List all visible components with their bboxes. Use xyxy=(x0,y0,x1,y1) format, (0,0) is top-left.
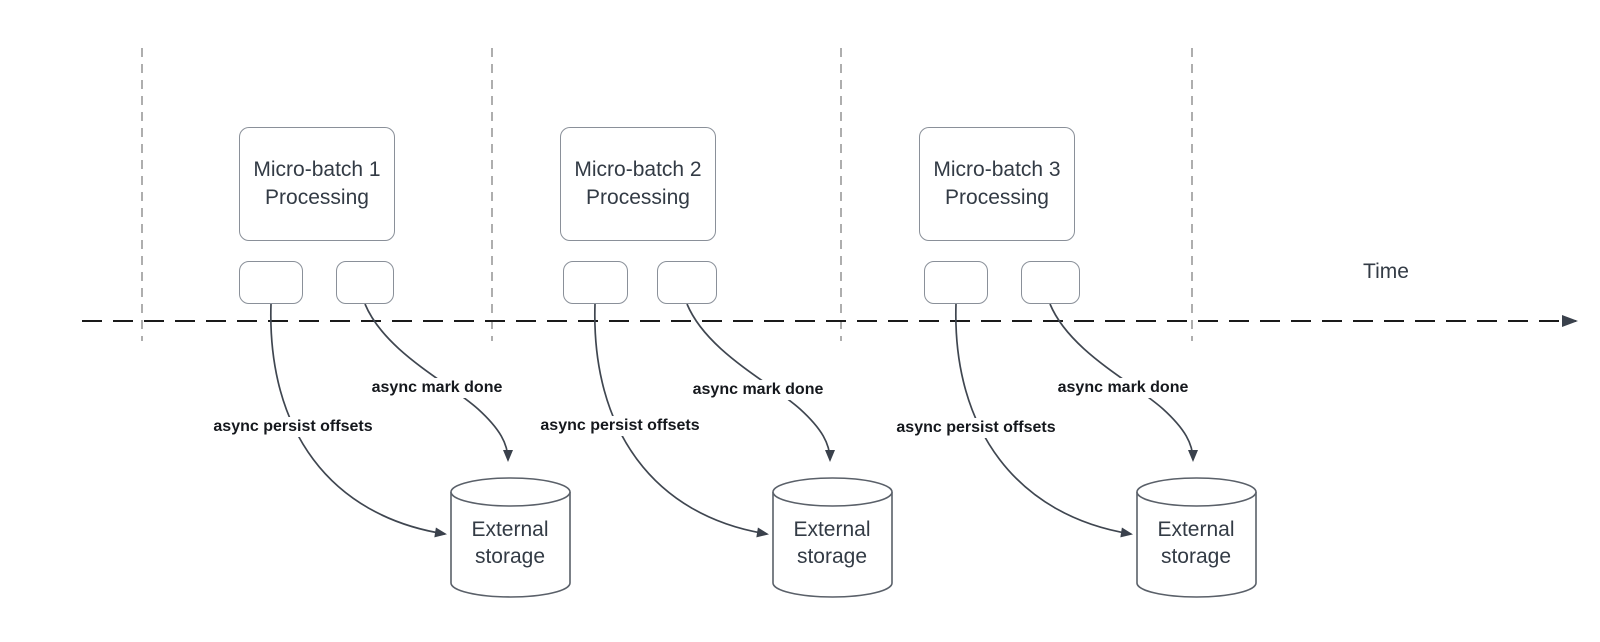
persist-offsets-label-1: async persist offsets xyxy=(210,417,376,437)
external-storage-label-2: External storage xyxy=(793,518,871,568)
persist-offsets-label-2: async persist offsets xyxy=(537,416,703,436)
micro-batch-1-box: Micro-batch 1 Processing xyxy=(239,127,395,241)
micro-batch-3-label: Micro-batch 3 Processing xyxy=(933,158,1061,209)
mark-done-arrow-1 xyxy=(364,303,513,462)
external-storage-label-1: External storage xyxy=(471,518,549,568)
mark-done-task-rect-2 xyxy=(657,261,717,304)
persist-offsets-label-3: async persist offsets xyxy=(893,418,1059,438)
mark-done-arrow-3 xyxy=(1049,303,1198,462)
micro-batch-2-label: Micro-batch 2 Processing xyxy=(574,158,702,209)
mark-done-task-rect-1 xyxy=(336,261,394,304)
persist-offsets-arrow-3 xyxy=(955,303,1133,538)
mark-done-label-1: async mark done xyxy=(368,378,506,398)
micro-batch-2-box: Micro-batch 2 Processing xyxy=(560,127,716,241)
micro-batch-3-box: Micro-batch 3 Processing xyxy=(919,127,1075,241)
time-axis-label: Time xyxy=(1363,260,1409,283)
mark-done-label-3: async mark done xyxy=(1054,378,1192,398)
external-storage-label-3: External storage xyxy=(1157,518,1235,568)
persist-task-rect-2 xyxy=(563,261,628,304)
storage-cylinder-3 xyxy=(1136,477,1257,598)
persist-offsets-arrow-1 xyxy=(270,303,447,538)
persist-task-rect-1 xyxy=(239,261,303,304)
persist-offsets-arrow-2 xyxy=(594,303,769,538)
mark-done-task-rect-3 xyxy=(1021,261,1080,304)
storage-cylinder-1 xyxy=(450,477,571,598)
mark-done-label-2: async mark done xyxy=(689,380,827,400)
persist-task-rect-3 xyxy=(924,261,988,304)
storage-cylinder-2 xyxy=(772,477,893,598)
micro-batch-1-label: Micro-batch 1 Processing xyxy=(253,158,381,209)
